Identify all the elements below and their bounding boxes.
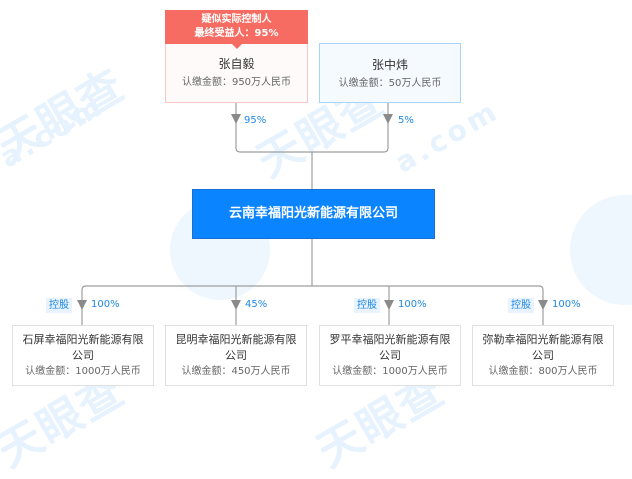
subsidiary-node[interactable]: 罗平幸福阳光新能源有限公司 认缴金额：1000万人民币	[319, 325, 461, 386]
holding-badge: 控股	[508, 298, 534, 313]
company-node[interactable]: 云南幸福阳光新能源有限公司	[192, 189, 435, 239]
shareholder-node-primary[interactable]: 疑似实际控制人 最终受益人：95% 张自毅 认缴金额：950万人民币	[165, 10, 308, 103]
subsidiary-percent: 100%	[91, 299, 120, 310]
arrow-down-icon	[231, 114, 241, 124]
holding-badge: 控股	[354, 298, 380, 313]
subsidiary-amount: 认缴金额：800万人民币	[488, 366, 598, 377]
subsidiary-amount: 认缴金额：450万人民币	[181, 366, 291, 377]
subsidiary-percent: 100%	[552, 299, 581, 310]
arrow-down-icon	[231, 300, 241, 310]
shareholder-percent: 5%	[398, 115, 414, 126]
controller-tag: 疑似实际控制人 最终受益人：95%	[165, 10, 308, 49]
subsidiary-amount: 认缴金额：1000万人民币	[25, 366, 141, 377]
shareholder-node-secondary[interactable]: 张中炜 认缴金额：50万人民币	[319, 43, 461, 103]
connector-lines	[77, 103, 548, 325]
subsidiary-percent: 45%	[245, 299, 268, 310]
subsidiary-node[interactable]: 昆明幸福阳光新能源有限公司 认缴金额：450万人民币	[165, 325, 307, 386]
shareholder-name[interactable]: 张自毅	[218, 57, 255, 71]
arrow-down-icon	[384, 300, 394, 310]
arrow-down-icon	[77, 300, 87, 310]
holding-badge: 控股	[46, 298, 72, 313]
shareholder-percent: 95%	[244, 115, 267, 126]
shareholder-amount: 认缴金额：950万人民币	[181, 77, 292, 88]
controller-tag-line2: 最终受益人：95%	[194, 28, 279, 39]
shareholder-amount: 认缴金额：50万人民币	[338, 78, 442, 89]
subsidiary-name[interactable]: 石屏幸福阳光新能源有限公司	[22, 333, 144, 362]
subsidiary-amount: 认缴金额：1000万人民币	[332, 366, 448, 377]
arrow-down-icon	[538, 300, 548, 310]
company-name: 云南幸福阳光新能源有限公司	[228, 206, 398, 221]
subsidiary-percent: 100%	[398, 299, 427, 310]
controller-tag-line1: 疑似实际控制人	[201, 14, 272, 25]
subsidiary-name[interactable]: 罗平幸福阳光新能源有限公司	[329, 333, 451, 362]
arrow-down-icon	[383, 114, 393, 124]
subsidiary-node[interactable]: 石屏幸福阳光新能源有限公司 认缴金额：1000万人民币	[12, 325, 154, 386]
subsidiary-name[interactable]: 弥勒幸福阳光新能源有限公司	[482, 333, 604, 362]
shareholder-name[interactable]: 张中炜	[371, 58, 408, 72]
subsidiary-name[interactable]: 昆明幸福阳光新能源有限公司	[175, 333, 297, 362]
subsidiary-node[interactable]: 弥勒幸福阳光新能源有限公司 认缴金额：800万人民币	[472, 325, 614, 386]
